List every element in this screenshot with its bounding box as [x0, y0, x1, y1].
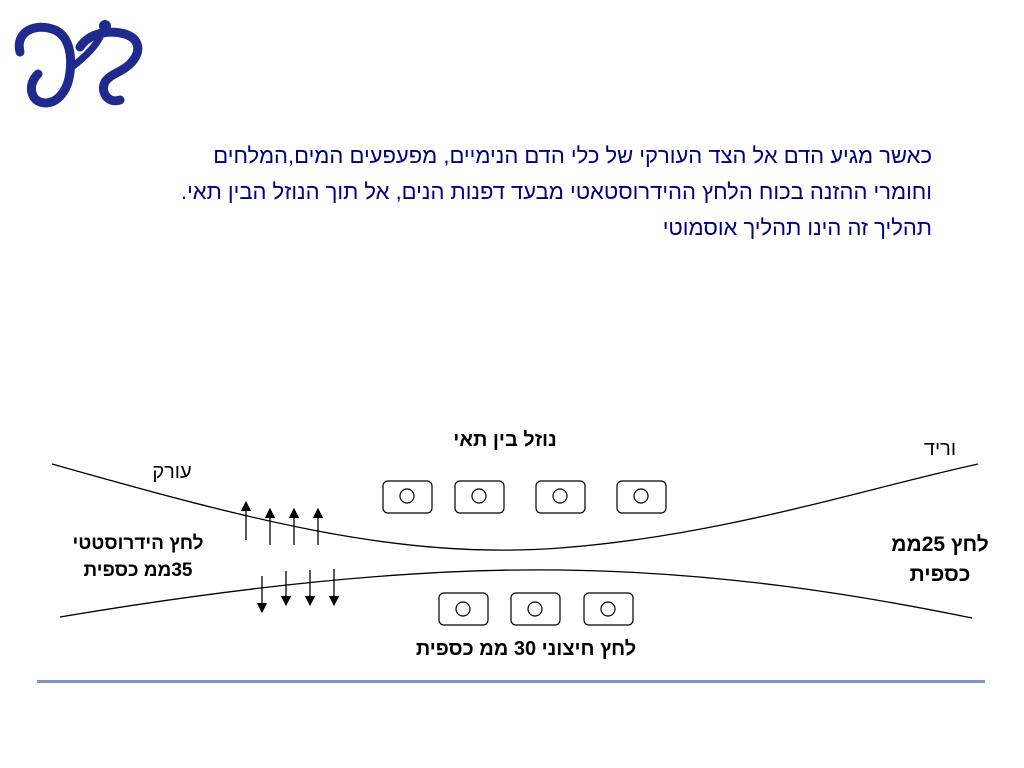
footer-divider [37, 680, 985, 683]
vein-label: וריד [924, 438, 956, 460]
paragraph-line-3: תהליך זה הינו תהליך אוסמוטי [662, 215, 932, 240]
hydrostatic-pressure-label-line1: לחץ הידרוסטטי [73, 533, 204, 554]
paragraph-line-2: וחומרי ההזנה בכוח הלחץ ההידרוסטאטי מבעד … [180, 179, 932, 204]
capillary-lower-wall [59, 569, 973, 619]
tissue-cell [583, 592, 634, 626]
hydrostatic-pressure-label-line2: 35ממ כספית [84, 560, 193, 581]
venous-pressure-label-line2: כספית [910, 563, 971, 586]
tissue-cell [438, 592, 489, 626]
tissue-cell [616, 480, 667, 514]
capillary-upper-wall [51, 463, 979, 551]
venous-pressure-label-line1: לחץ 25ממ [891, 533, 989, 556]
tissue-cell [382, 480, 433, 514]
interstitial-fluid-label: נוזל בין תאי [453, 429, 556, 451]
tissue-cell [535, 480, 586, 514]
paragraph-line-1: כאשר מגיע הדם אל הצד העורקי של כלי הדם ה… [213, 143, 932, 168]
tissue-cell [454, 480, 505, 514]
explanation-paragraph: כאשר מגיע הדם אל הצד העורקי של כלי הדם ה… [60, 140, 932, 244]
butterfly-logo-icon [14, 20, 143, 108]
external-pressure-label: לחץ חיצוני 30 ממ כספית [416, 638, 636, 660]
tissue-cell [510, 592, 561, 626]
artery-label: עורק [152, 461, 191, 483]
